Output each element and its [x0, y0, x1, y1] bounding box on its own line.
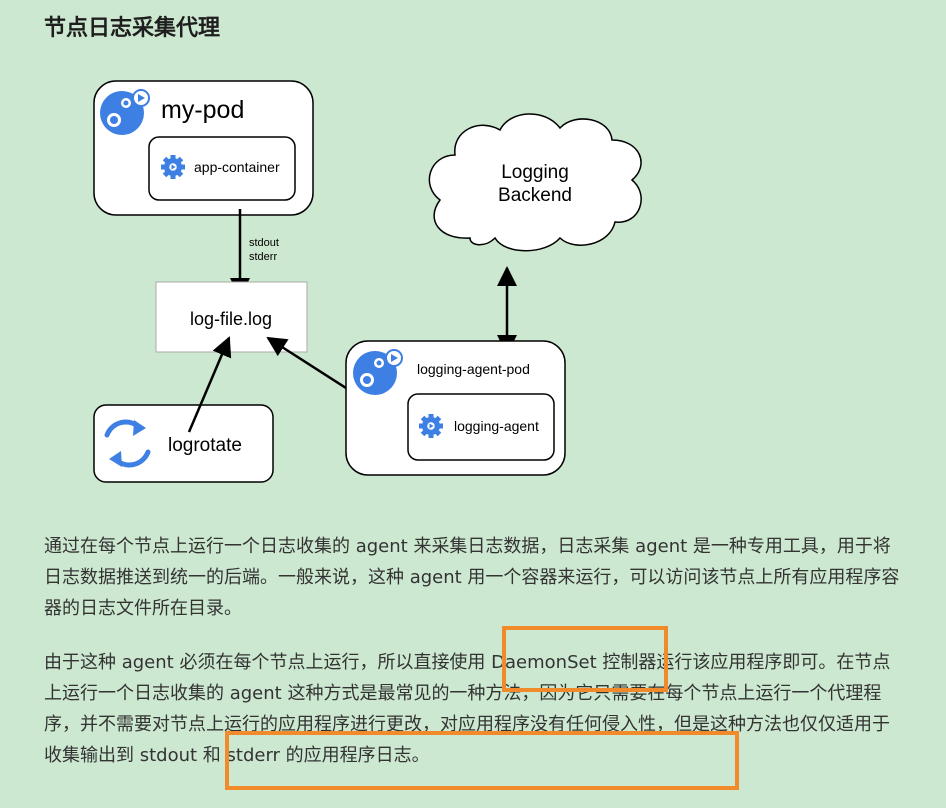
backend-line-1: Logging — [501, 162, 569, 183]
pod-title: my-pod — [161, 96, 244, 124]
paragraph-2: 由于这种 agent 必须在每个节点上运行，所以直接使用 DaemonSet 控… — [44, 652, 891, 766]
logrotate-arrow — [187, 336, 232, 433]
page-title: 节点日志采集代理 — [44, 16, 221, 41]
backend-line-2: Backend — [498, 185, 572, 206]
app-container-gear-icon — [161, 155, 185, 179]
agent-gear-icon — [419, 414, 443, 438]
agent-pod-logo-icon — [353, 349, 403, 395]
logging-backend-cloud: Logging Backend — [428, 113, 642, 252]
logrotate-box: logrotate — [93, 404, 274, 483]
app-container-label: app-container — [194, 159, 280, 175]
agent-label: logging-agent — [454, 418, 539, 434]
stderr-label: stderr — [249, 251, 277, 263]
agent-pod-title: logging-agent-pod — [417, 361, 530, 377]
paragraph-1: 通过在每个节点上运行一个日志收集的 agent 来采集日志数据，日志采集 age… — [44, 536, 900, 619]
logrotate-label: logrotate — [168, 435, 242, 456]
my-pod-box: my-pod app-container — [93, 80, 314, 216]
log-file-box: log-file.log — [155, 281, 308, 353]
stdout-label: stdout — [249, 237, 279, 249]
logging-agent-pod-box: logging-agent-pod logging-agent — [345, 340, 566, 476]
pod-logo-icon — [100, 89, 150, 135]
log-file-label: log-file.log — [190, 309, 272, 329]
logging-agent-diagram: my-pod app-container stdout stderr log-f… — [93, 80, 642, 483]
